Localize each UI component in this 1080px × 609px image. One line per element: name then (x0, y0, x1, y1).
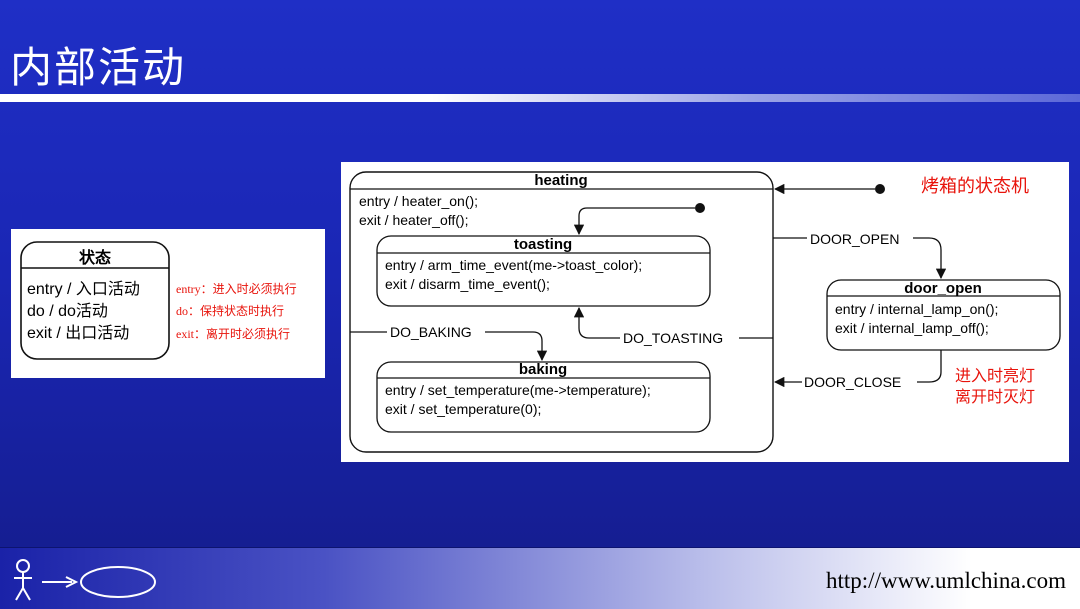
oval-icon (80, 566, 156, 598)
door-open-exit: exit / internal_lamp_off(); (835, 320, 989, 336)
toasting-name: toasting (514, 236, 572, 253)
do-note: do：保持状态时执行 (176, 303, 284, 318)
toaster-statechart-panel: heating entry / heater_on(); exit / heat… (341, 162, 1069, 462)
toaster-statechart: heating entry / heater_on(); exit / heat… (349, 171, 1061, 453)
entry-line: entry / 入口活动 (27, 280, 140, 298)
umlchina-logo (14, 559, 156, 601)
exit-line: exit / 出口活动 (27, 324, 129, 342)
toasting-entry: entry / arm_time_event(me->toast_color); (385, 257, 642, 273)
door-open-name: door_open (904, 280, 982, 297)
door-open-transition: DOOR_OPEN (773, 231, 947, 280)
heating-name: heating (534, 172, 587, 189)
baking-name: baking (519, 361, 567, 378)
door-close-event: DOOR_CLOSE (804, 374, 901, 390)
do-baking-transition: DO_BAKING (350, 324, 548, 362)
state-notation-diagram: 状态 entry / 入口活动 do / do活动 exit / 出口活动 en… (20, 241, 297, 360)
initial-transition-inner (573, 203, 705, 236)
state-box: 状态 entry / 入口活动 do / do活动 exit / 出口活动 (20, 241, 170, 360)
entry-note: entry：进入时必须执行 (176, 282, 297, 296)
do-baking-event: DO_BAKING (390, 324, 472, 340)
initial-transition-outer (773, 183, 885, 195)
exit-note: exit：离开时必须执行 (176, 326, 290, 341)
door-open-event: DOOR_OPEN (810, 231, 899, 247)
state-name: 状态 (79, 248, 111, 267)
toasting-exit: exit / disarm_time_event(); (385, 276, 550, 292)
do-toasting-event: DO_TOASTING (623, 330, 723, 346)
baking-entry: entry / set_temperature(me->temperature)… (385, 382, 651, 398)
door-open-state: door_open entry / internal_lamp_on(); ex… (826, 279, 1061, 351)
door-open-entry: entry / internal_lamp_on(); (835, 301, 998, 317)
slide-footer: http://www.umlchina.com (0, 547, 1080, 609)
door-close-transition: DOOR_CLOSE (773, 350, 942, 390)
door-note-line-1: 进入时亮灯 (955, 366, 1035, 385)
arrow-icon (42, 576, 79, 588)
heating-entry: entry / heater_on(); (359, 193, 478, 209)
footer-url[interactable]: http://www.umlchina.com (826, 568, 1066, 593)
door-note-line-2: 离开时灭灯 (955, 387, 1035, 406)
do-line: do / do活动 (27, 302, 108, 320)
heating-exit: exit / heater_off(); (359, 212, 468, 228)
slide-title: 内部活动 (10, 43, 187, 92)
do-toasting-transition: DO_TOASTING (573, 306, 773, 346)
title-underline (0, 94, 1080, 102)
baking-state: baking entry / set_temperature(me->tempe… (376, 361, 711, 433)
baking-exit: exit / set_temperature(0); (385, 401, 541, 417)
statechart-caption: 烤箱的状态机 (921, 176, 1029, 197)
toasting-state: toasting entry / arm_time_event(me->toas… (376, 235, 711, 307)
state-notation-panel: 状态 entry / 入口活动 do / do活动 exit / 出口活动 en… (11, 229, 325, 378)
stick-figure-icon (14, 559, 32, 601)
